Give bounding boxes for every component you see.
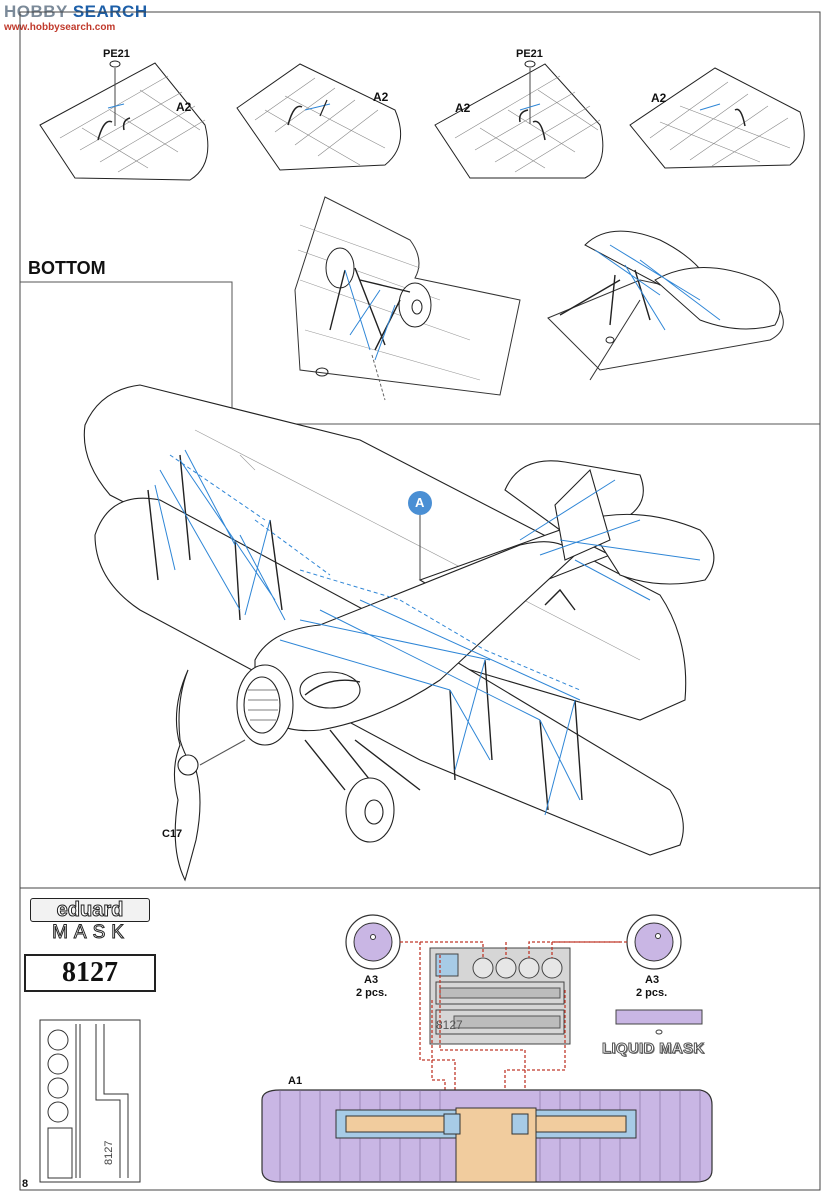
- label-a3-left: A3: [364, 974, 379, 986]
- label-a3-left-qty: 2 pcs.: [356, 987, 388, 999]
- mask-frame-code: 8127: [103, 1141, 115, 1165]
- wing-detail-1: [39, 60, 209, 181]
- mask-frame-illustration: [39, 1019, 141, 1183]
- label-a3-right-qty: 2 pcs.: [636, 987, 668, 999]
- eduard-brand: eduard: [30, 898, 150, 922]
- label-a1: A1: [288, 1075, 303, 1087]
- callout-a-marker: [408, 491, 432, 515]
- label-a2-3: A2: [455, 101, 471, 115]
- mask-word: MASK: [52, 922, 130, 944]
- page-frame: [19, 11, 821, 1191]
- label-pe21-2: PE21: [516, 48, 543, 60]
- label-pe21-1: PE21: [103, 48, 130, 60]
- wing-mask-a1: [261, 1089, 713, 1183]
- undercarriage-detail-left: [294, 196, 521, 401]
- undercarriage-detail-right: [547, 230, 784, 381]
- liquid-mask-swatch: [615, 1009, 703, 1025]
- label-a3-right: A3: [645, 974, 660, 986]
- product-code: 8127: [24, 954, 156, 992]
- page-number: 8: [22, 1178, 29, 1190]
- wheel-mask-left: [345, 914, 401, 970]
- wing-detail-4: [629, 67, 805, 169]
- label-c17: C17: [162, 828, 183, 840]
- liquid-mask-marker: [655, 1029, 663, 1035]
- wing-detail-3: [434, 60, 604, 179]
- biplane-main-view: [83, 384, 715, 882]
- label-a2-4: A2: [651, 91, 667, 105]
- mask-sheet: [429, 947, 571, 1045]
- label-liquid-mask: LIQUID MASK: [601, 1040, 705, 1058]
- watermark-site: www.hobbysearch.com: [4, 22, 116, 33]
- label-a2-1: A2: [176, 100, 192, 114]
- mask-sheet-code: 8127: [436, 1018, 463, 1032]
- eduard-mask-logo: eduard MASK: [22, 898, 158, 946]
- rigging-wires: [154, 449, 701, 816]
- wheel-mask-right: [626, 914, 682, 970]
- mask-guide-lines: [400, 941, 627, 1110]
- label-bottom-view: BOTTOM: [28, 258, 106, 278]
- bottom-inset-frame: [20, 281, 820, 425]
- wing-detail-2: [236, 63, 402, 171]
- label-a2-2: A2: [373, 90, 389, 104]
- callout-a-letter: A: [415, 495, 425, 510]
